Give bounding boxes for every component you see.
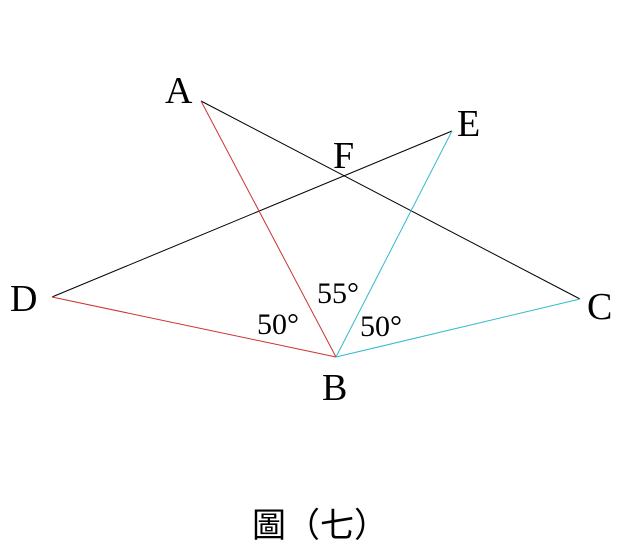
point-f-label: F bbox=[333, 135, 354, 177]
point-c-label: C bbox=[587, 286, 612, 328]
point-a-label: A bbox=[165, 70, 193, 112]
segment-de bbox=[51, 130, 453, 298]
angle-ebc-label: 50° bbox=[360, 310, 402, 343]
point-b-label: B bbox=[322, 367, 347, 409]
point-e-label: E bbox=[457, 103, 480, 145]
point-d-label: D bbox=[10, 278, 37, 320]
figure-caption: 圖（七） bbox=[252, 506, 388, 546]
segment-ac bbox=[200, 100, 581, 300]
angle-abe-label: 55° bbox=[317, 277, 359, 310]
angle-dba-label: 50° bbox=[257, 308, 299, 341]
segment-bc bbox=[335, 298, 581, 358]
segment-eb bbox=[335, 130, 453, 358]
segment-db bbox=[51, 296, 337, 358]
segment-ab bbox=[200, 100, 337, 358]
